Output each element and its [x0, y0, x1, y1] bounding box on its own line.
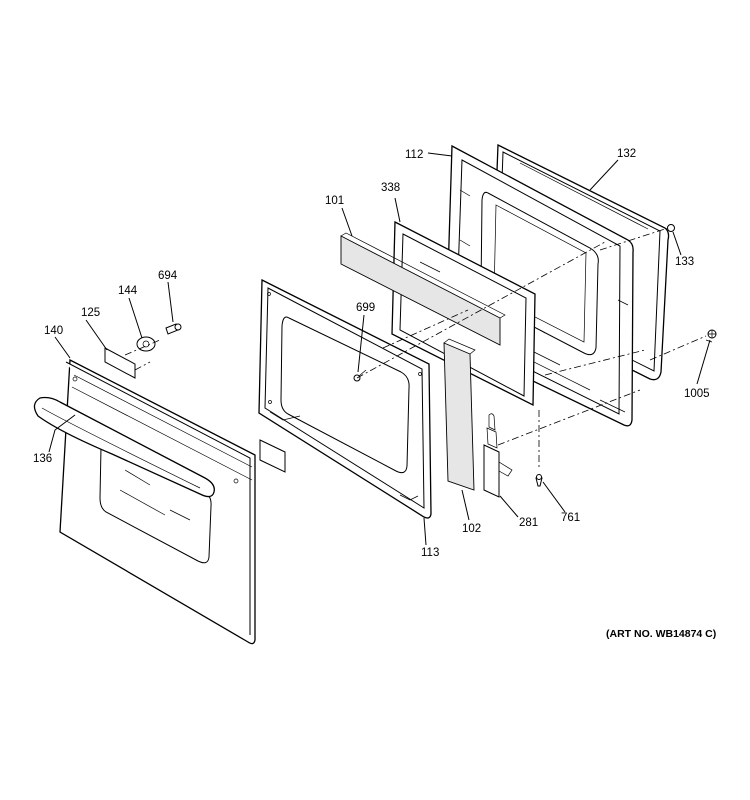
gasket-strip-125: [104, 347, 286, 473]
callout-1005: 1005: [684, 388, 710, 400]
outer-door-panel-113: [258, 278, 432, 519]
callout-112: 112: [405, 149, 423, 161]
callout-281: 281: [519, 517, 538, 529]
screw-1005: [705, 329, 717, 343]
callout-761: 761: [561, 512, 580, 524]
callout-133: 133: [675, 256, 694, 268]
callout-694: 694: [158, 270, 178, 282]
insulation-101: [340, 232, 506, 346]
callout-140: 140: [44, 325, 63, 337]
screw-694: [165, 323, 182, 335]
handle-136: [33, 396, 215, 498]
screw-761: [535, 474, 543, 487]
callout-102: 102: [462, 523, 481, 535]
callout-338: 338: [381, 182, 400, 194]
alignment-lines: [124, 227, 707, 470]
callout-699: 699: [356, 302, 375, 314]
hinge-281: [483, 413, 513, 498]
art-number: (ART NO. WB14874 C): [606, 628, 716, 640]
callout-101: 101: [325, 195, 344, 207]
callout-136: 136: [33, 453, 52, 465]
callout-labels: 112 132 338 101 133 694 144 125 140 699 …: [33, 148, 710, 559]
callout-132: 132: [617, 148, 636, 160]
callout-113: 113: [421, 547, 439, 559]
callout-144: 144: [118, 285, 138, 297]
leader-lines: [48, 152, 711, 546]
callout-125: 125: [81, 307, 100, 319]
insulation-102: [443, 338, 476, 491]
screw-133: [667, 224, 675, 232]
outer-door-140: [59, 358, 256, 645]
